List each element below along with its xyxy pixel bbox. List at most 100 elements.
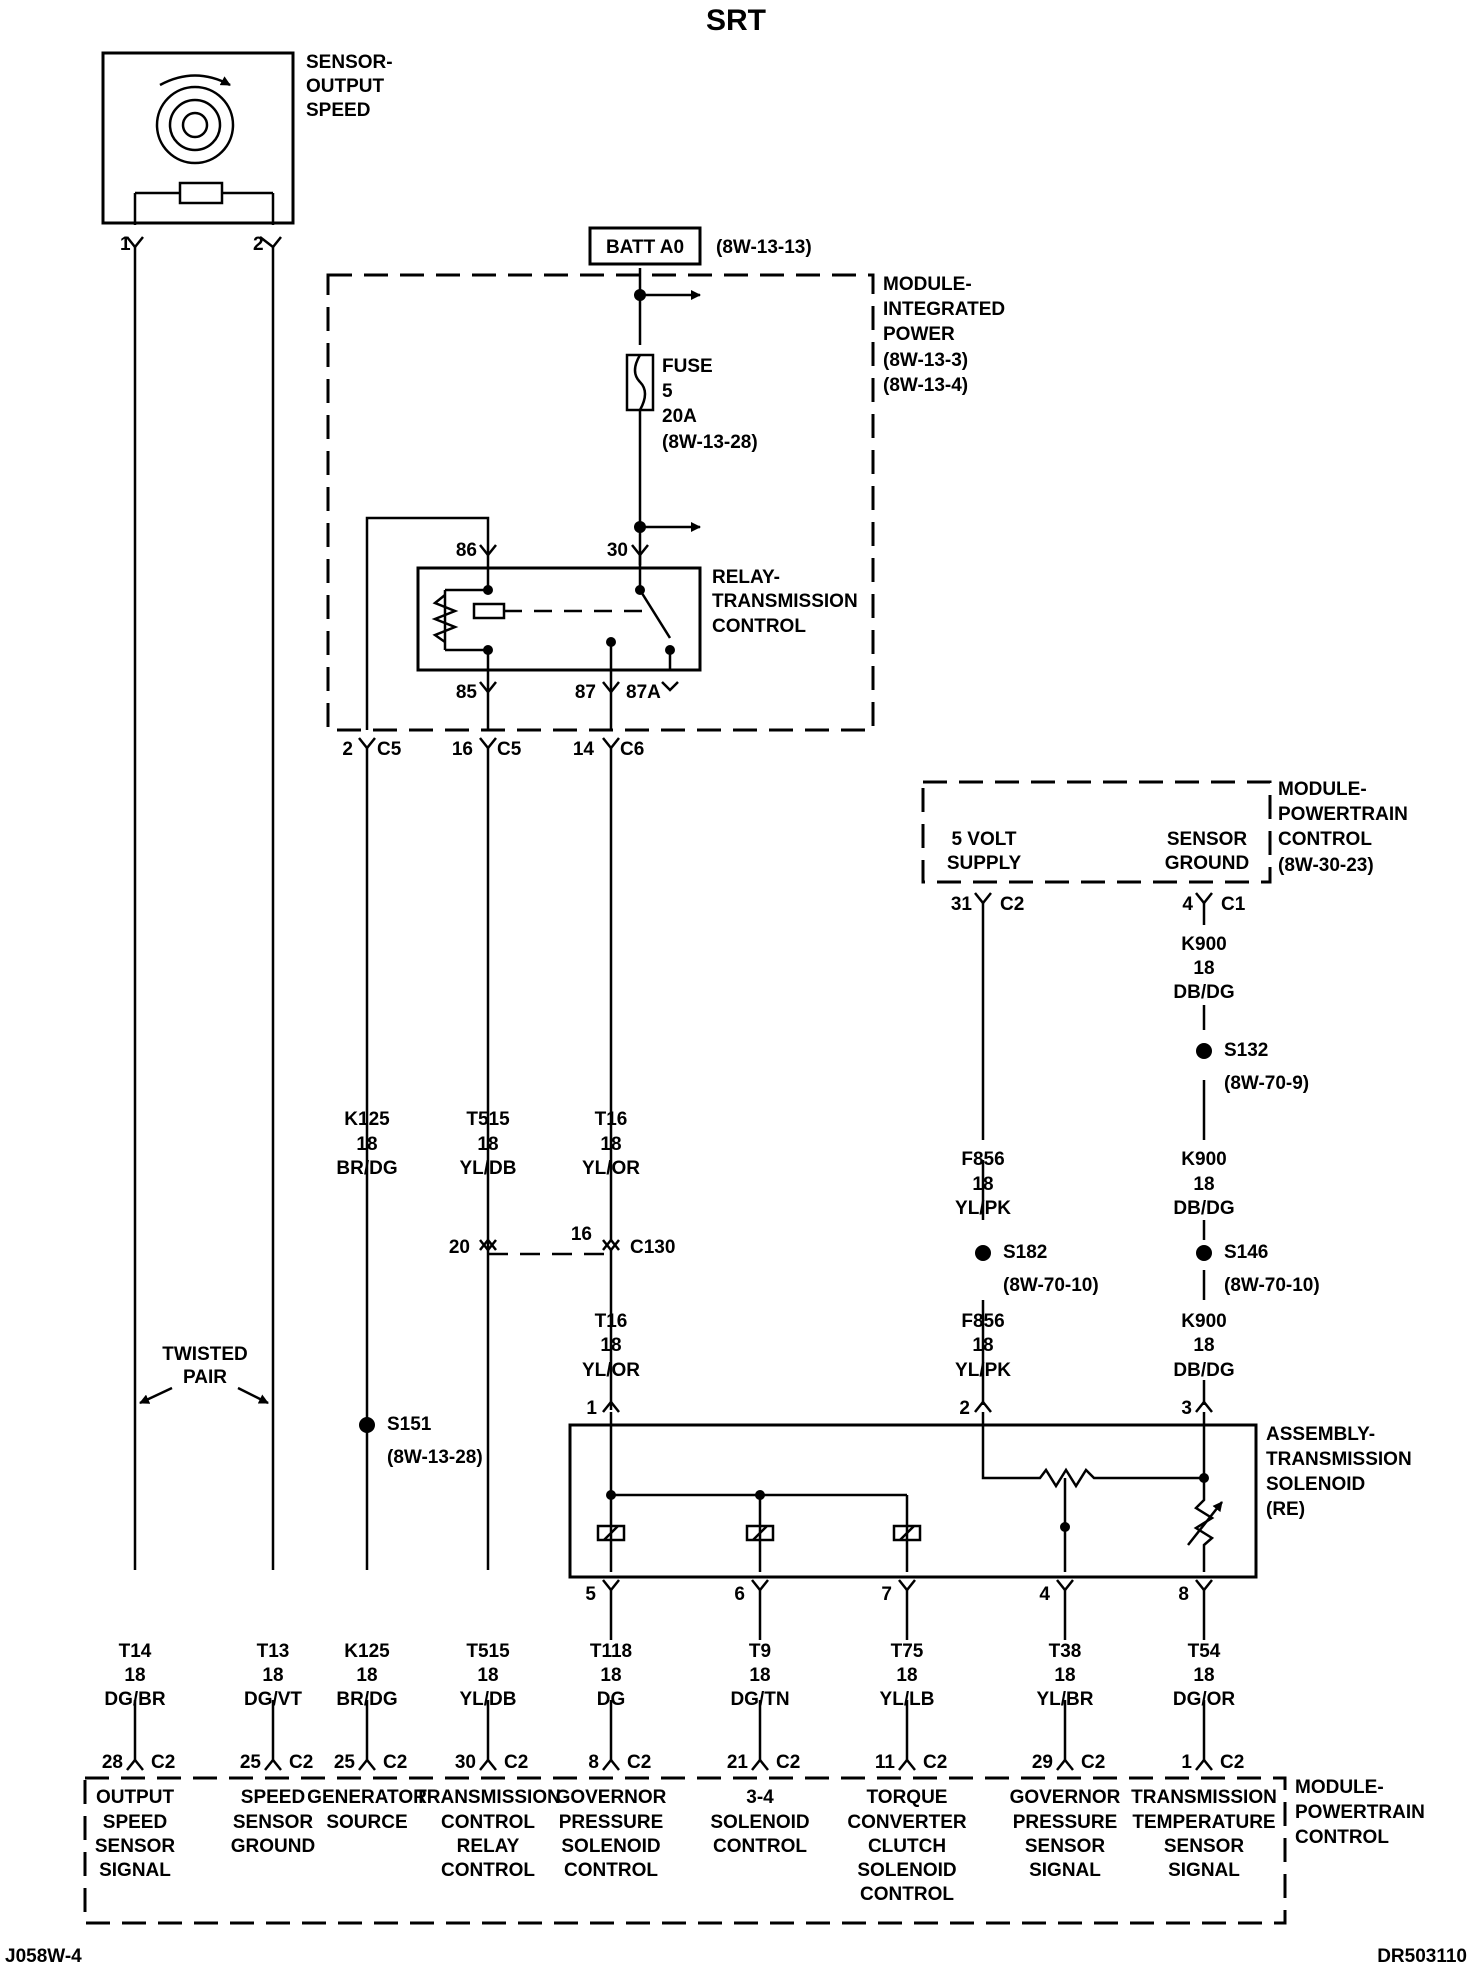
gear-icon [155, 85, 235, 165]
bottom-wire-connector [126, 1757, 144, 1771]
lbl-k900b-c: K900 [1181, 1149, 1226, 1170]
solenoid-pin-8: 8 [1178, 1584, 1189, 1605]
batt-box [588, 226, 702, 266]
lbl-k900c-col: DB/DG [1173, 1360, 1234, 1381]
bottom-function-label: TRANSMISSION [1131, 1787, 1277, 1808]
c130-pin-16: 16 [571, 1224, 592, 1245]
solenoid-label-3: SOLENOID [1266, 1474, 1365, 1495]
pcm-gnd-pin: 4 [1182, 894, 1193, 915]
bottom-wire-pin: 25 [334, 1752, 356, 1773]
solenoid-pin-2: 2 [959, 1398, 970, 1419]
ipm-label-2: INTEGRATED [883, 299, 1005, 320]
c130-label: C130 [630, 1237, 675, 1258]
lbl-f856b-c: F856 [961, 1311, 1004, 1332]
c130-connector: 20 16 C130 [449, 1224, 676, 1258]
relay-86-wire [365, 516, 490, 730]
footer-left: J058W-4 [5, 1946, 82, 1967]
solenoid-label-4: (RE) [1266, 1499, 1305, 1520]
lbl-t515-c: T515 [466, 1109, 510, 1130]
pcm-gnd-label-2: GROUND [1165, 853, 1249, 874]
lbl-t515-col: YL/DB [460, 1158, 517, 1179]
lbl-k900a-col: DB/DG [1173, 982, 1234, 1003]
pcm-top-box [921, 780, 1272, 884]
pcm-gnd-conn: C1 [1221, 894, 1246, 915]
ipm-ref-1: (8W-13-3) [883, 350, 968, 371]
pcm-top-label-3: CONTROL [1278, 829, 1372, 850]
bottom-function-label: TRANSMISSION [415, 1787, 561, 1808]
pcm-top-label-2: POWERTRAIN [1278, 804, 1408, 825]
lbl-t16a-c: T16 [595, 1109, 628, 1130]
bottom-function-label: SPEED [241, 1787, 305, 1808]
bottom-wire-pin: 11 [875, 1752, 896, 1773]
lbl-k900b-col: DB/DG [1173, 1198, 1234, 1219]
bottom-wire-connector [479, 1757, 497, 1771]
conn-k125: C5 [377, 739, 402, 760]
solenoid-assembly: ASSEMBLY- TRANSMISSION SOLENOID (RE) 1 2… [568, 1398, 1412, 1605]
lbl-k900a-g: 18 [1193, 958, 1214, 979]
pcm-5v-pin: 31 [951, 894, 973, 915]
pcm-top-ref: (8W-30-23) [1278, 855, 1374, 876]
bottom-wire-gauge: 18 [356, 1665, 377, 1686]
bottom-function-label: PRESSURE [1013, 1812, 1118, 1833]
diagram-title: SRT [706, 4, 766, 37]
bottom-wire-color: DG [597, 1689, 626, 1710]
bottom-function-label: CONTROL [564, 1860, 658, 1881]
bottom-function-label: SIGNAL [1168, 1860, 1240, 1881]
bottom-function-label: SOLENOID [857, 1860, 956, 1881]
bottom-wire-gauge: 18 [600, 1665, 621, 1686]
lbl-k125-g: 18 [356, 1134, 377, 1155]
ipm-label-3: POWER [883, 324, 955, 345]
bottom-wire-conn: C2 [504, 1752, 528, 1773]
bottom-wire-pin: 1 [1181, 1752, 1192, 1773]
relay-pin-85: 85 [456, 682, 478, 703]
bottom-function-label: PRESSURE [559, 1812, 664, 1833]
bottom-wire-color: YL/DB [460, 1689, 517, 1710]
bottom-wire-connector [602, 1757, 620, 1771]
lbl-t515-g: 18 [477, 1134, 498, 1155]
lbl-k900a-c: K900 [1181, 934, 1226, 955]
bottom-function-label: GROUND [231, 1836, 315, 1857]
bottom-wire-conn: C2 [1081, 1752, 1105, 1773]
twisted-pair-label-2: PAIR [183, 1367, 227, 1388]
bottom-wire-connector [1195, 1757, 1213, 1771]
bottom-wire-gauge: 18 [1054, 1665, 1075, 1686]
bottom-wire-pin: 30 [455, 1752, 476, 1773]
bottom-function-label: SOLENOID [710, 1812, 809, 1833]
sensor-pin-2: 2 [253, 234, 264, 255]
bottom-wire-conn: C2 [151, 1752, 175, 1773]
bottom-function-label: SIGNAL [1029, 1860, 1101, 1881]
conn-pin-k125: 2 [342, 739, 353, 760]
solenoid-label-2: TRANSMISSION [1266, 1449, 1412, 1470]
wire-t14-t13 [133, 247, 275, 1570]
bottom-wire-code: T118 [590, 1641, 632, 1662]
solenoid-output-wires [609, 1590, 1206, 1640]
bottom-wire-gauge: 18 [124, 1665, 145, 1686]
solenoid-pin-6: 6 [734, 1584, 745, 1605]
bottom-function-label: SENSOR [95, 1836, 176, 1857]
bottom-wire-color: DG/VT [244, 1689, 302, 1710]
bottom-function-label: GOVERNOR [1010, 1787, 1121, 1808]
batt-ref: (8W-13-13) [716, 237, 812, 258]
fuse-label-2: 5 [662, 381, 673, 402]
lbl-t16a-g: 18 [600, 1134, 621, 1155]
solenoid-pin-7: 7 [881, 1584, 892, 1605]
bottom-wire-gauge: 18 [749, 1665, 770, 1686]
splice-s146-id: S146 [1224, 1242, 1268, 1263]
relay-box [416, 566, 702, 672]
conn-t515: C5 [497, 739, 522, 760]
bottom-wire-gauge: 18 [477, 1665, 498, 1686]
ipm-box [326, 273, 875, 732]
bottom-function-label: SENSOR [1164, 1836, 1245, 1857]
lbl-k900c-g: 18 [1193, 1335, 1214, 1356]
sensor-pin-1: 1 [120, 234, 131, 255]
bottom-wire-pin: 8 [588, 1752, 599, 1773]
bottom-wire-connector [358, 1757, 376, 1771]
ipm-ref-2: (8W-13-4) [883, 375, 968, 396]
bottom-function-label: CONTROL [860, 1884, 954, 1905]
fuse-label-3: 20A [662, 406, 697, 427]
pcm-bottom-label-2: POWERTRAIN [1295, 1802, 1425, 1823]
bottom-function-label: SPEED [103, 1812, 167, 1833]
bottom-function-label: GENERATOR [307, 1787, 427, 1808]
bottom-wire-connector [1056, 1757, 1074, 1771]
